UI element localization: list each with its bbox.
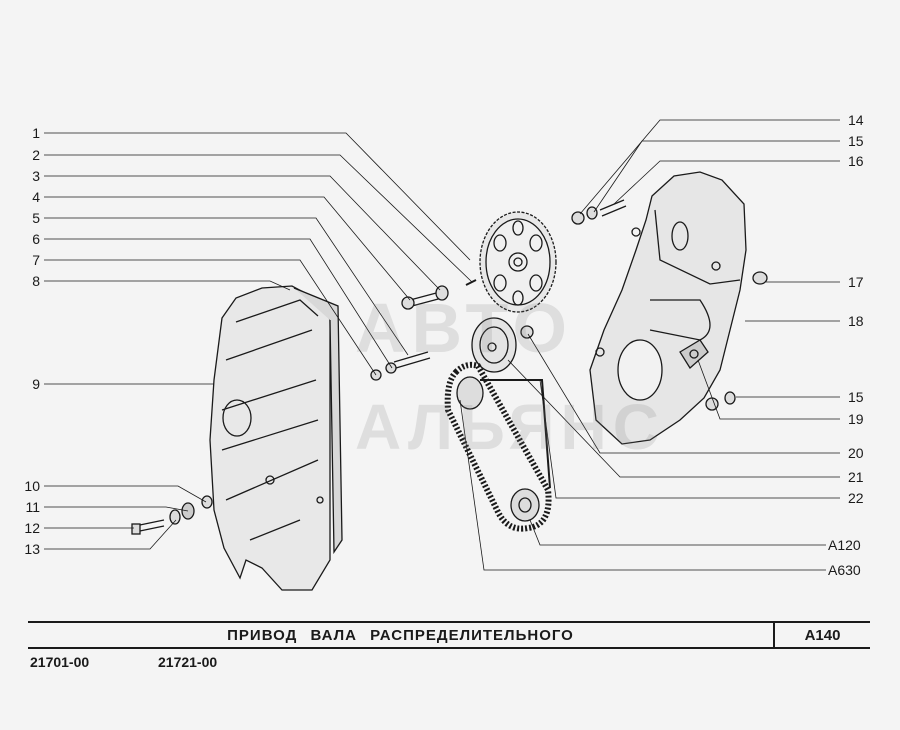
callout-label: 14 <box>848 112 864 128</box>
callout-label: 10 <box>24 478 40 494</box>
callout-label: 19 <box>848 411 864 427</box>
tensioner-roller <box>471 317 534 373</box>
leader-lines <box>44 119 840 571</box>
callout-label: 13 <box>24 541 40 557</box>
callout-label: 22 <box>848 490 864 506</box>
cover-fasteners-right <box>571 199 768 411</box>
callout-label: 7 <box>32 252 40 268</box>
camshaft-gear <box>465 211 557 313</box>
timing-belt <box>444 361 552 532</box>
callout-label: 9 <box>32 376 40 392</box>
callout-label: 16 <box>848 153 864 169</box>
drawing-title: ПРИВОД ВАЛА РАСПРЕДЕЛИТЕЛЬНОГО <box>227 627 574 644</box>
drawing-code: А140 <box>804 627 841 644</box>
callout-label: 15 <box>848 133 864 149</box>
front-timing-cover <box>209 285 343 591</box>
cover-fasteners-left <box>131 495 213 535</box>
callout-label: 8 <box>32 273 40 289</box>
callout-label: 21 <box>848 469 864 485</box>
title-block: ПРИВОД ВАЛА РАСПРЕДЕЛИТЕЛЬНОГО А140 <box>28 621 870 649</box>
exploded-view-drawing <box>44 119 840 591</box>
callout-label: 11 <box>25 499 40 515</box>
callout-label: 18 <box>848 313 864 329</box>
callout-label: 15 <box>848 389 864 405</box>
callout-label: A630 <box>828 562 861 578</box>
callout-label: 12 <box>24 520 40 536</box>
model-number-1: 21701-00 <box>30 654 90 670</box>
callout-label: A120 <box>828 537 861 553</box>
callout-label: 17 <box>848 274 864 290</box>
callout-label: 2 <box>32 147 40 163</box>
callout-label: 5 <box>32 210 40 226</box>
model-number-2: 21721-00 <box>158 654 218 670</box>
callout-label: 20 <box>848 445 864 461</box>
callout-label: 4 <box>32 189 40 205</box>
callout-label: 6 <box>32 231 40 247</box>
watermark-top: АВТО <box>355 289 573 367</box>
watermark-bottom: АЛЬЯНС <box>355 391 665 463</box>
title-divider <box>773 623 775 647</box>
callout-label: 1 <box>32 125 40 141</box>
callout-label: 3 <box>32 168 40 184</box>
rear-timing-cover <box>589 171 747 445</box>
